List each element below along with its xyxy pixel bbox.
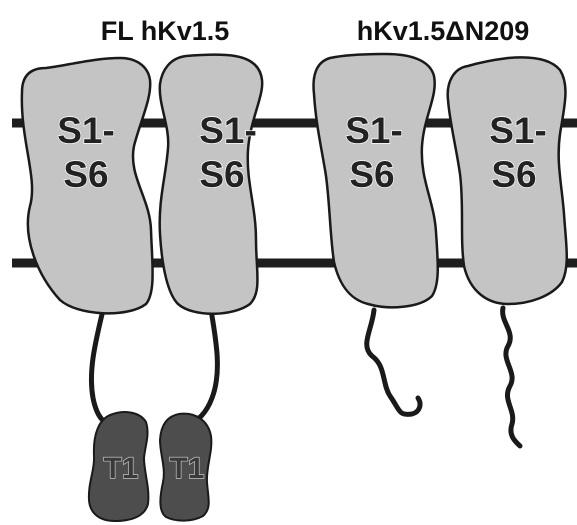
n-terminal-linker-1 [91, 310, 117, 428]
subunit-3-label-bottom: S6 [349, 154, 394, 195]
subunit-1-label-bottom: S6 [63, 154, 108, 195]
subunit-2-label-bottom: S6 [199, 154, 244, 195]
subunit-4-label-top: S1- [489, 110, 547, 151]
heading-truncated: hKv1.5ΔN209 [357, 16, 530, 46]
subunit-2-label-top: S1- [199, 110, 257, 151]
heading-full-length: FL hKv1.5 [101, 16, 230, 46]
n-terminal-truncated-tail-2 [503, 308, 520, 446]
t1-domain-2-label: T1 [169, 452, 204, 485]
subunit-1-label-top: S1- [57, 110, 115, 151]
n-terminal-linker-2 [188, 310, 217, 426]
t1-domain-1-label: T1 [103, 452, 138, 485]
subunit-3-label-top: S1- [345, 110, 403, 151]
subunit-4-label-bottom: S6 [491, 154, 536, 195]
n-terminal-truncated-tail-1 [367, 310, 420, 414]
